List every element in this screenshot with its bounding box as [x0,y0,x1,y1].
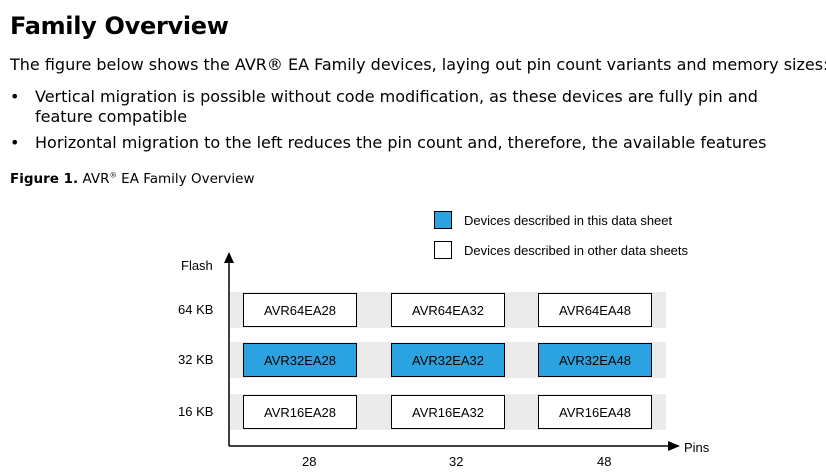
device-box-this-sheet: AVR32EA28 [243,343,357,377]
page-title: Family Overview [10,12,229,40]
pin-count-label: 48 [597,454,612,469]
device-box: AVR16EA28 [243,395,357,429]
y-axis-arrow-icon [224,252,234,263]
intro-paragraph: The figure below shows the AVR® EA Famil… [10,55,826,74]
legend-label-other-sheets: Devices described in other data sheets [464,243,689,258]
bullet-text: Horizontal migration to the left reduces… [35,133,767,152]
device-box: AVR16EA48 [538,395,652,429]
x-axis-label: Pins [684,440,710,455]
figure-label: Figure 1. [10,171,79,187]
device-box: AVR16EA32 [391,395,505,429]
bullet-text: Vertical migration is possible without c… [35,87,758,126]
y-axis-label: Flash [181,258,213,273]
flash-size-label: 16 KB [178,404,214,419]
pin-count-label: 28 [302,454,317,469]
flash-size-label: 32 KB [178,352,214,367]
flash-size-label: 64 KB [178,302,214,317]
bullet-icon: • [10,133,20,152]
figure-caption: Figure 1. AVR® EA Family Overview [10,171,255,187]
legend-swatch-this-sheet [434,211,452,229]
device-box: AVR64EA32 [391,293,505,327]
figure-caption-text: AVR® EA Family Overview [82,170,255,187]
device-box: AVR64EA28 [243,293,357,327]
legend-label-this-sheet: Devices described in this data sheet [464,213,673,228]
bullet-icon: • [10,87,20,106]
legend-swatch-other-sheets [434,241,452,259]
device-box-this-sheet: AVR32EA32 [391,343,505,377]
pin-count-label: 32 [449,454,464,469]
device-box: AVR64EA48 [538,293,652,327]
device-box-this-sheet: AVR32EA48 [538,343,652,377]
x-axis-arrow-icon [668,441,680,451]
